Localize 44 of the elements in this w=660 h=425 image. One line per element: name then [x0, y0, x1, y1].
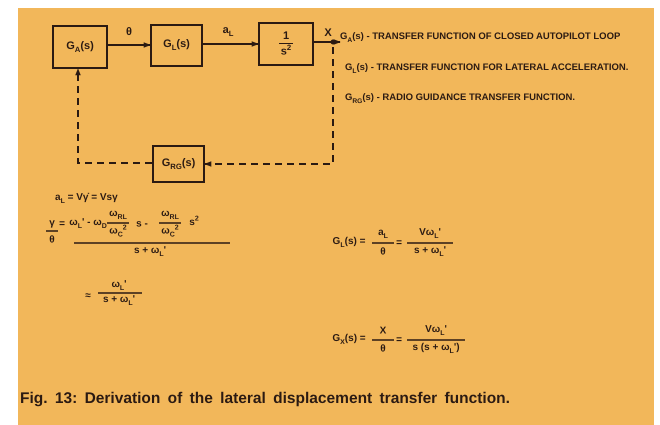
equation-term: G$_{L}$(s) = [332, 236, 366, 250]
transfer-function-box [150, 24, 203, 67]
equation-term: s (s + ω$_{L}$') [412, 342, 460, 356]
equation-term: s$^{2}$ [189, 216, 199, 228]
definition-note: G$_{L}$(s) - TRANSFER FUNCTION FOR LATERAL ACCELERATION. [345, 63, 630, 76]
equation-term: = [396, 334, 402, 346]
transfer-function-box [52, 25, 108, 69]
equation-term: G$_{X}$(s) = [332, 332, 366, 348]
edge-label: X [323, 27, 333, 39]
equation-term: Vω$_{L}$' [425, 324, 447, 338]
equation-term: Vω$_{L}$' [419, 226, 441, 242]
equation-term: θ [380, 246, 386, 258]
edge-label: θ [125, 26, 133, 38]
equation-term: ω$_{L}$' - ω$_{D}$ [69, 216, 107, 232]
signal-arrow [108, 42, 151, 48]
transfer-function-box [258, 22, 314, 66]
figure-caption: Fig. 13: Derivation of the lateral displacement transfer function. [20, 390, 511, 408]
function-label: s$^{2}$ [280, 44, 292, 58]
function-label: G$_{L}$(s) [163, 38, 190, 53]
equation-term: = [59, 218, 65, 230]
function-label: G$_{RG}$(s) [162, 156, 196, 172]
definition-note: G$_{A}$(s) - TRANSFER FUNCTION OF CLOSED AUTOPILOT LOOP [340, 32, 622, 45]
equation-term: a$_{L}$ [378, 226, 388, 242]
equation-term: X [380, 325, 386, 337]
equation-term: s + ω$_{L}$' [134, 244, 166, 260]
equation-term: θ [380, 343, 386, 355]
signal-arrow [203, 41, 259, 47]
equation-term: a$_{L}$ = Vγ̇ = Vsγ [55, 192, 118, 206]
dashed-feedback-arrow [204, 41, 334, 167]
transfer-function-box [152, 145, 205, 183]
equation-term: ω$_{RL}$ [109, 208, 127, 222]
equation-term: = [396, 237, 402, 249]
equation-term: ≈ [85, 290, 91, 302]
function-label: G$_{A}$(s) [66, 40, 94, 54]
equation-term: ω$_{L}$' [111, 278, 127, 294]
function-label: 1 [278, 30, 294, 44]
definition-note: G$_{RG}$(s) - RADIO GUIDANCE TRANSFER FUNCTION. [345, 93, 576, 106]
equation-term: s + ω$_{L}$' [102, 294, 136, 308]
equation-term: θ [49, 234, 55, 246]
equation-term: s + ω$_{L}$' [414, 244, 446, 260]
equation-term: s - [136, 218, 148, 230]
equation-term: ω$_{RL}$ [161, 208, 179, 222]
dashed-feedback-arrow [75, 68, 152, 164]
equation-term: γ [49, 217, 55, 229]
